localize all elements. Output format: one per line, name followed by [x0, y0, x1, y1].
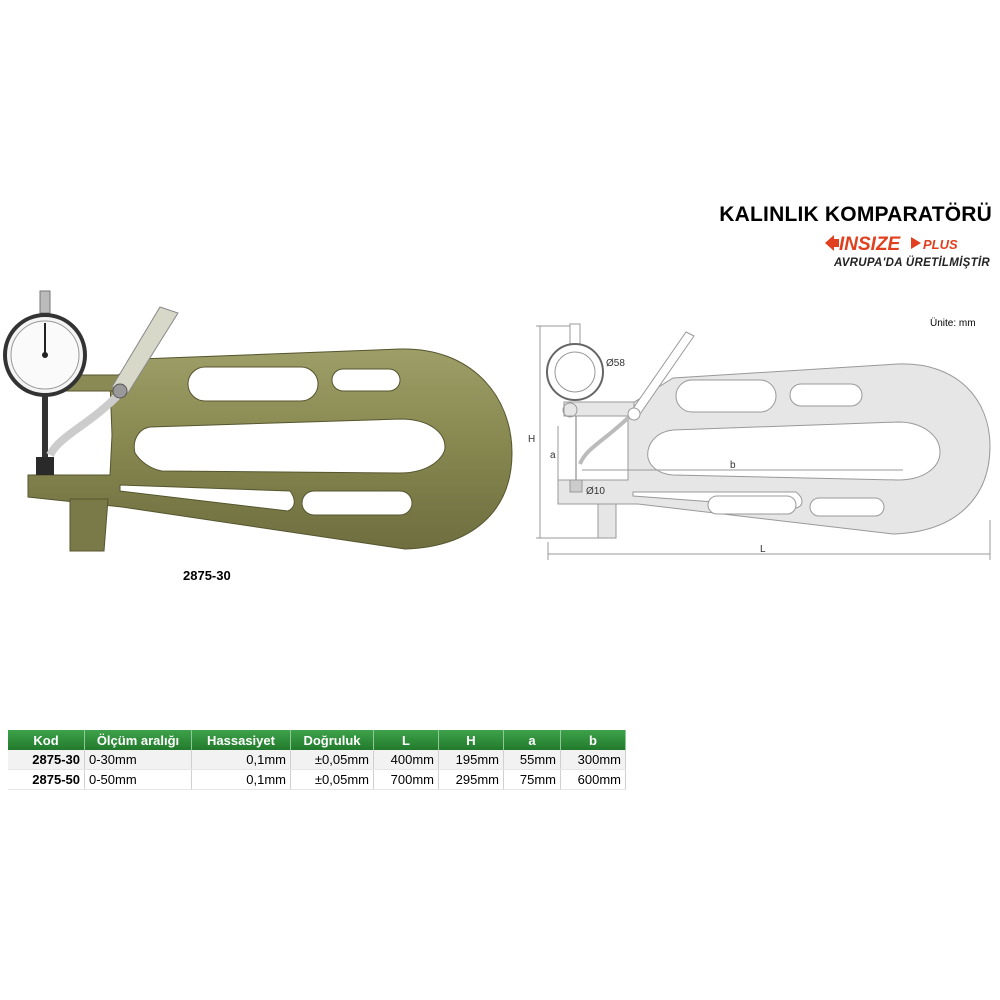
- made-in-europe-tagline: AVRUPA'DA ÜRETİLMİŞTİR: [833, 257, 990, 269]
- col-header-accuracy: Doğruluk: [290, 730, 374, 750]
- col-header-h: H: [438, 730, 504, 750]
- dim-l-label: L: [760, 544, 766, 555]
- col-header-b: b: [560, 730, 626, 750]
- dim-a-label: a: [550, 450, 556, 461]
- anvil-diameter-label: Ø10: [586, 486, 605, 497]
- table-row: 2875-50 0-50mm 0,1mm ±0,05mm 700mm 295mm…: [8, 769, 626, 790]
- cell-b: 300mm: [560, 750, 626, 770]
- cell-accuracy: ±0,05mm: [290, 750, 374, 770]
- cell-a: 55mm: [503, 750, 561, 770]
- cell-h: 195mm: [438, 750, 504, 770]
- cell-code: 2875-50: [8, 769, 85, 790]
- cell-l: 400mm: [373, 750, 439, 770]
- cell-accuracy: ±0,05mm: [290, 769, 374, 790]
- insize-plus-logo: INSIZE PLUS: [825, 234, 958, 255]
- col-header-code: Kod: [8, 730, 85, 750]
- table-row: 2875-30 0-30mm 0,1mm ±0,05mm 400mm 195mm…: [8, 750, 626, 770]
- product-model-label: 2875-30: [183, 568, 231, 583]
- cell-code: 2875-30: [8, 750, 85, 770]
- cell-b: 600mm: [560, 769, 626, 790]
- product-photo: [3, 290, 513, 552]
- cell-h: 295mm: [438, 769, 504, 790]
- technical-drawing: Ø58 Ø10 H a b L: [528, 323, 991, 560]
- dial-diameter-label: Ø58: [606, 358, 625, 369]
- spec-table: Kod Ölçüm aralığı Hassasiyet Doğruluk L …: [8, 730, 626, 790]
- brand-main: INSIZE: [839, 234, 902, 255]
- cell-range: 0-30mm: [84, 750, 192, 770]
- col-header-a: a: [503, 730, 561, 750]
- cell-resolution: 0,1mm: [191, 769, 291, 790]
- cell-resolution: 0,1mm: [191, 750, 291, 770]
- brand-suffix: PLUS: [923, 237, 958, 252]
- dim-h-label: H: [528, 434, 535, 445]
- page-title: KALINLIK KOMPARATÖRÜ: [719, 203, 992, 226]
- table-header-row: Kod Ölçüm aralığı Hassasiyet Doğruluk L …: [8, 730, 626, 750]
- cell-l: 700mm: [373, 769, 439, 790]
- cell-a: 75mm: [503, 769, 561, 790]
- cell-range: 0-50mm: [84, 769, 192, 790]
- col-header-resolution: Hassasiyet: [191, 730, 291, 750]
- unit-note: Ünite: mm: [930, 318, 976, 329]
- dim-b-label: b: [730, 460, 736, 471]
- col-header-range: Ölçüm aralığı: [84, 730, 192, 750]
- col-header-l: L: [373, 730, 439, 750]
